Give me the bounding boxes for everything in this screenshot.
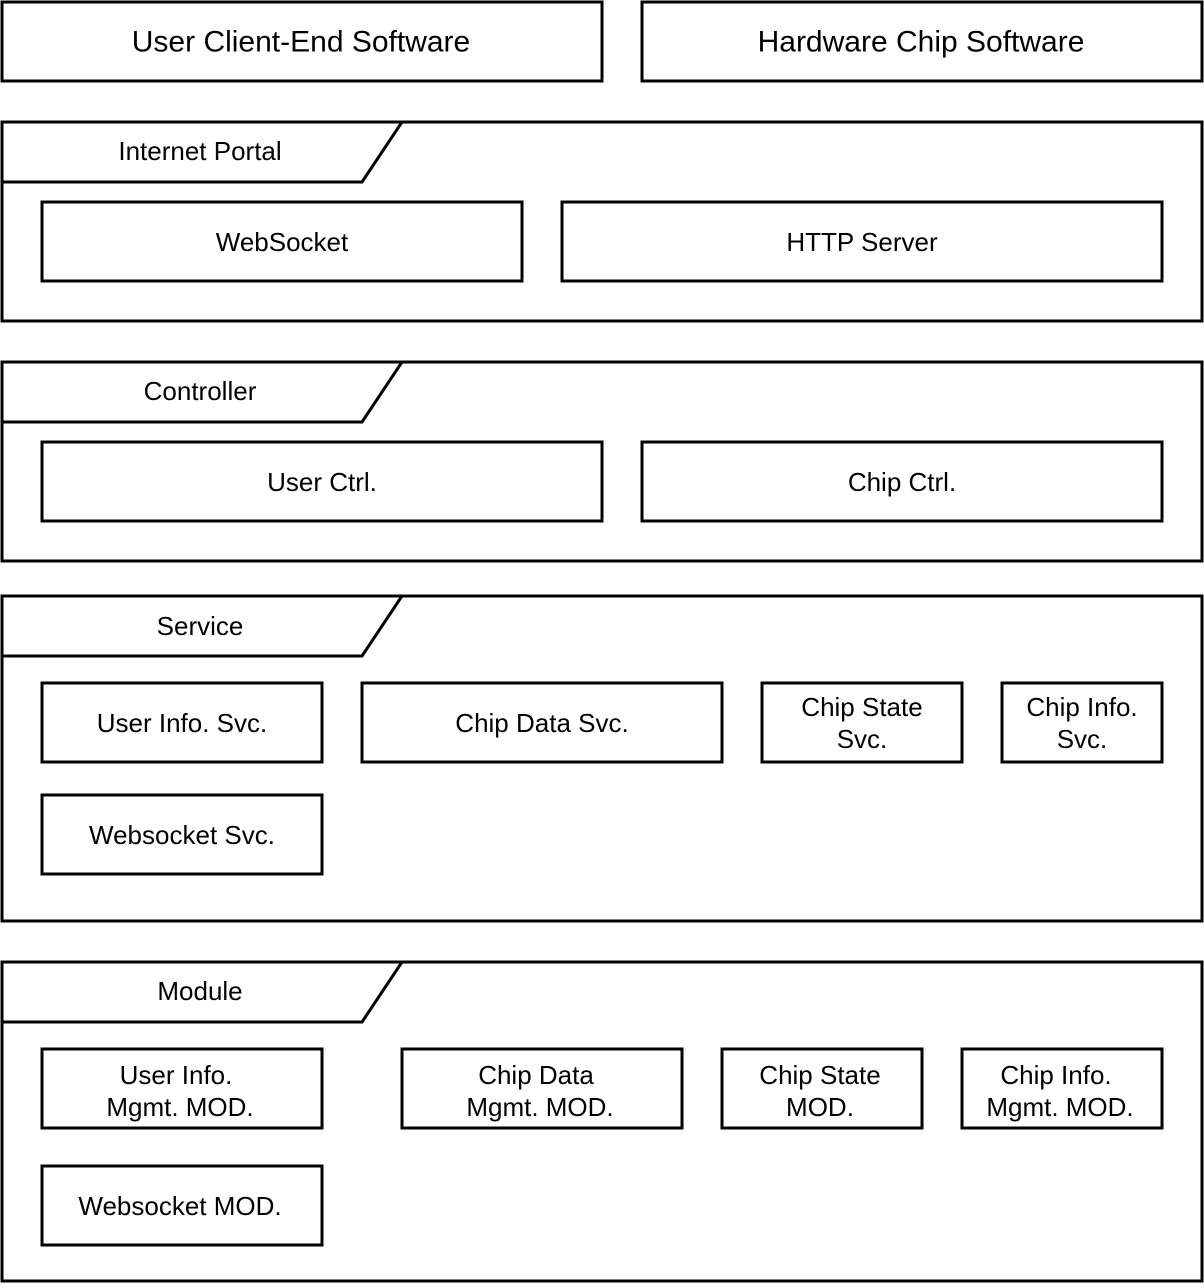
hardware-software-box: Hardware Chip Software — [640, 0, 1204, 83]
http-server-box: HTTP Server — [560, 200, 1164, 283]
chip-data-svc-box: Chip Data Svc. — [360, 681, 724, 764]
chip-ctrl-box: Chip Ctrl. — [640, 440, 1164, 523]
chip-data-mod-label-line2: Mgmt. MOD. — [466, 1092, 613, 1122]
service-layer: Service User Info. Svc. Chip Data Svc. C… — [0, 594, 1204, 923]
chip-info-svc-box: Chip Info. Svc. — [1000, 681, 1164, 764]
user-info-mod-label-line1: User Info. — [120, 1060, 233, 1090]
internet-portal-title: Internet Portal — [118, 136, 281, 166]
chip-info-mod-box: Chip Info. Mgmt. MOD. — [960, 1047, 1164, 1130]
client-software-label: User Client-End Software — [132, 26, 470, 59]
websocket-svc-box: Websocket Svc. — [40, 793, 324, 876]
websocket-box: WebSocket — [40, 200, 524, 283]
client-software-box: User Client-End Software — [0, 0, 604, 83]
controller-title: Controller — [144, 376, 257, 406]
chip-info-svc-label-line2: Svc. — [1057, 724, 1108, 754]
user-info-svc-box: User Info. Svc. — [40, 681, 324, 764]
service-title: Service — [157, 611, 244, 641]
user-info-svc-label: User Info. Svc. — [97, 708, 268, 738]
module-title: Module — [157, 976, 242, 1006]
websocket-mod-box: Websocket MOD. — [40, 1164, 324, 1247]
chip-ctrl-label: Chip Ctrl. — [848, 467, 956, 497]
user-info-mod-label-line2: Mgmt. MOD. — [106, 1092, 253, 1122]
chip-info-mod-label-line2: Mgmt. MOD. — [986, 1092, 1133, 1122]
chip-state-svc-label-line1: Chip State — [801, 692, 922, 722]
websocket-label: WebSocket — [216, 227, 349, 257]
chip-state-svc-box: Chip State Svc. — [760, 681, 964, 764]
hardware-software-label: Hardware Chip Software — [758, 26, 1085, 59]
user-ctrl-label: User Ctrl. — [267, 467, 377, 497]
chip-state-svc-label-line2: Svc. — [837, 724, 888, 754]
chip-state-mod-label-line1: Chip State — [759, 1060, 880, 1090]
chip-data-mod-label-line1: Chip Data — [478, 1060, 594, 1090]
user-info-mod-box: User Info. Mgmt. MOD. — [40, 1047, 324, 1130]
user-ctrl-box: User Ctrl. — [40, 440, 604, 523]
chip-info-mod-label-line1: Chip Info. — [1000, 1060, 1111, 1090]
http-server-label: HTTP Server — [786, 227, 938, 257]
websocket-svc-label: Websocket Svc. — [89, 820, 275, 850]
websocket-mod-label: Websocket MOD. — [78, 1191, 281, 1221]
chip-state-mod-label-line2: MOD. — [786, 1092, 854, 1122]
chip-data-svc-label: Chip Data Svc. — [455, 708, 628, 738]
module-layer: Module User Info. Mgmt. MOD. Chip Data M… — [0, 960, 1204, 1283]
chip-state-mod-box: Chip State MOD. — [720, 1047, 924, 1130]
controller-layer: Controller User Ctrl. Chip Ctrl. — [0, 360, 1204, 563]
chip-info-svc-label-line1: Chip Info. — [1026, 692, 1137, 722]
chip-data-mod-box: Chip Data Mgmt. MOD. — [400, 1047, 684, 1130]
internet-portal-layer: Internet Portal WebSocket HTTP Server — [0, 120, 1204, 323]
